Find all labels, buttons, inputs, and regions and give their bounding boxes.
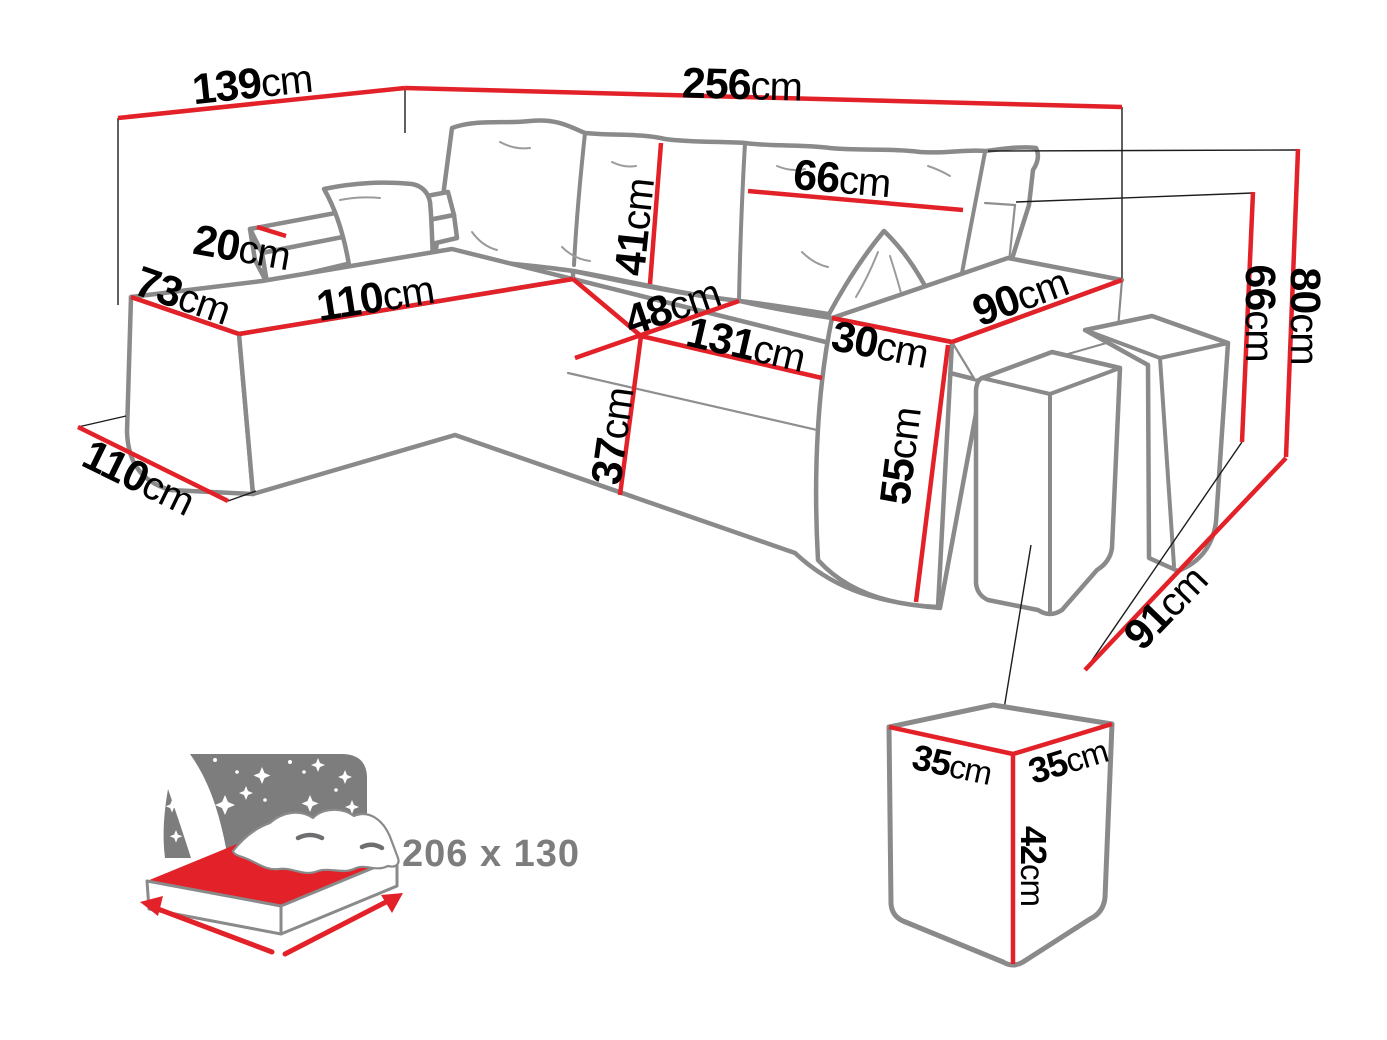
label-37cm: 37cm	[582, 385, 643, 488]
pouf-leader-line	[1002, 544, 1032, 716]
sleeping-function-icon: 206 x 130	[140, 754, 580, 957]
dim-line-139	[117, 85, 406, 121]
label-30cm: 30cm	[828, 312, 933, 378]
throw-pillow-left	[321, 180, 436, 274]
label-sleeping-size: 206 x 130	[402, 833, 580, 875]
blanket	[231, 808, 400, 875]
label-256cm: 256cm	[681, 59, 802, 110]
dim-line-41	[647, 142, 664, 285]
mattress-right-face	[279, 856, 399, 936]
throw-pillow-left-crease	[339, 196, 381, 201]
pouf-cube-silhouette	[886, 702, 1115, 968]
label-139cm: 139cm	[190, 54, 314, 114]
dim-line-90	[951, 277, 1123, 345]
dim-line-30	[831, 315, 953, 345]
dimension-lines	[77, 85, 1301, 672]
dim-line-66-cushion	[747, 188, 964, 213]
pouf-front	[973, 349, 1123, 617]
dim-line-131	[640, 333, 823, 381]
label-66cm-height: 66cm	[1236, 264, 1284, 361]
frame-edge	[983, 201, 1017, 264]
chaise-left-face	[124, 294, 256, 497]
label-55cm: 55cm	[871, 405, 930, 507]
dim-line-256	[404, 85, 1123, 110]
dim-line-20	[256, 224, 287, 239]
label-66cm-cushion: 66cm	[791, 151, 892, 207]
dim-line-37	[617, 335, 644, 496]
dim-line-55	[913, 344, 951, 603]
label-20cm: 20cm	[190, 216, 294, 280]
armrest-front	[813, 315, 955, 610]
blanket-crease-1	[295, 832, 325, 841]
label-41cm: 41cm	[606, 176, 664, 278]
blanket-crease-2	[359, 842, 385, 851]
pouf-back	[1082, 313, 1231, 574]
label-pouf-42cm: 42cm	[1013, 826, 1054, 906]
pouf-cube-edge-left	[888, 724, 1014, 757]
pouf-cube-edge-right	[1012, 721, 1113, 757]
projection-helper-lines	[77, 88, 1299, 716]
label-110cm-chaise: 110cm	[313, 265, 437, 331]
night-sky-sliver	[163, 789, 191, 858]
pouf-detail-drawing: 35cm 35cm 42cm	[886, 702, 1115, 968]
throw-pillow-right-crease-1	[855, 251, 879, 298]
dim-line-seat-divider	[571, 277, 643, 338]
label-80cm: 80cm	[1281, 267, 1329, 364]
label-pouf-35cm-left: 35cm	[909, 736, 996, 793]
size-arrows	[140, 893, 403, 957]
dim-line-91	[1083, 456, 1288, 672]
dim-line-73	[130, 294, 240, 337]
dim-line-110-chaise	[238, 276, 574, 337]
cushion-seam-1	[572, 131, 587, 267]
dim-line-66-height	[1239, 191, 1256, 443]
dim-line-110-floor	[77, 424, 229, 504]
dim-line-80	[1283, 148, 1301, 458]
dim-line-48	[574, 298, 740, 361]
sofa-drawing	[124, 118, 1231, 617]
label-91cm: 91cm	[1115, 556, 1217, 659]
cushion-seam-2	[737, 141, 747, 302]
